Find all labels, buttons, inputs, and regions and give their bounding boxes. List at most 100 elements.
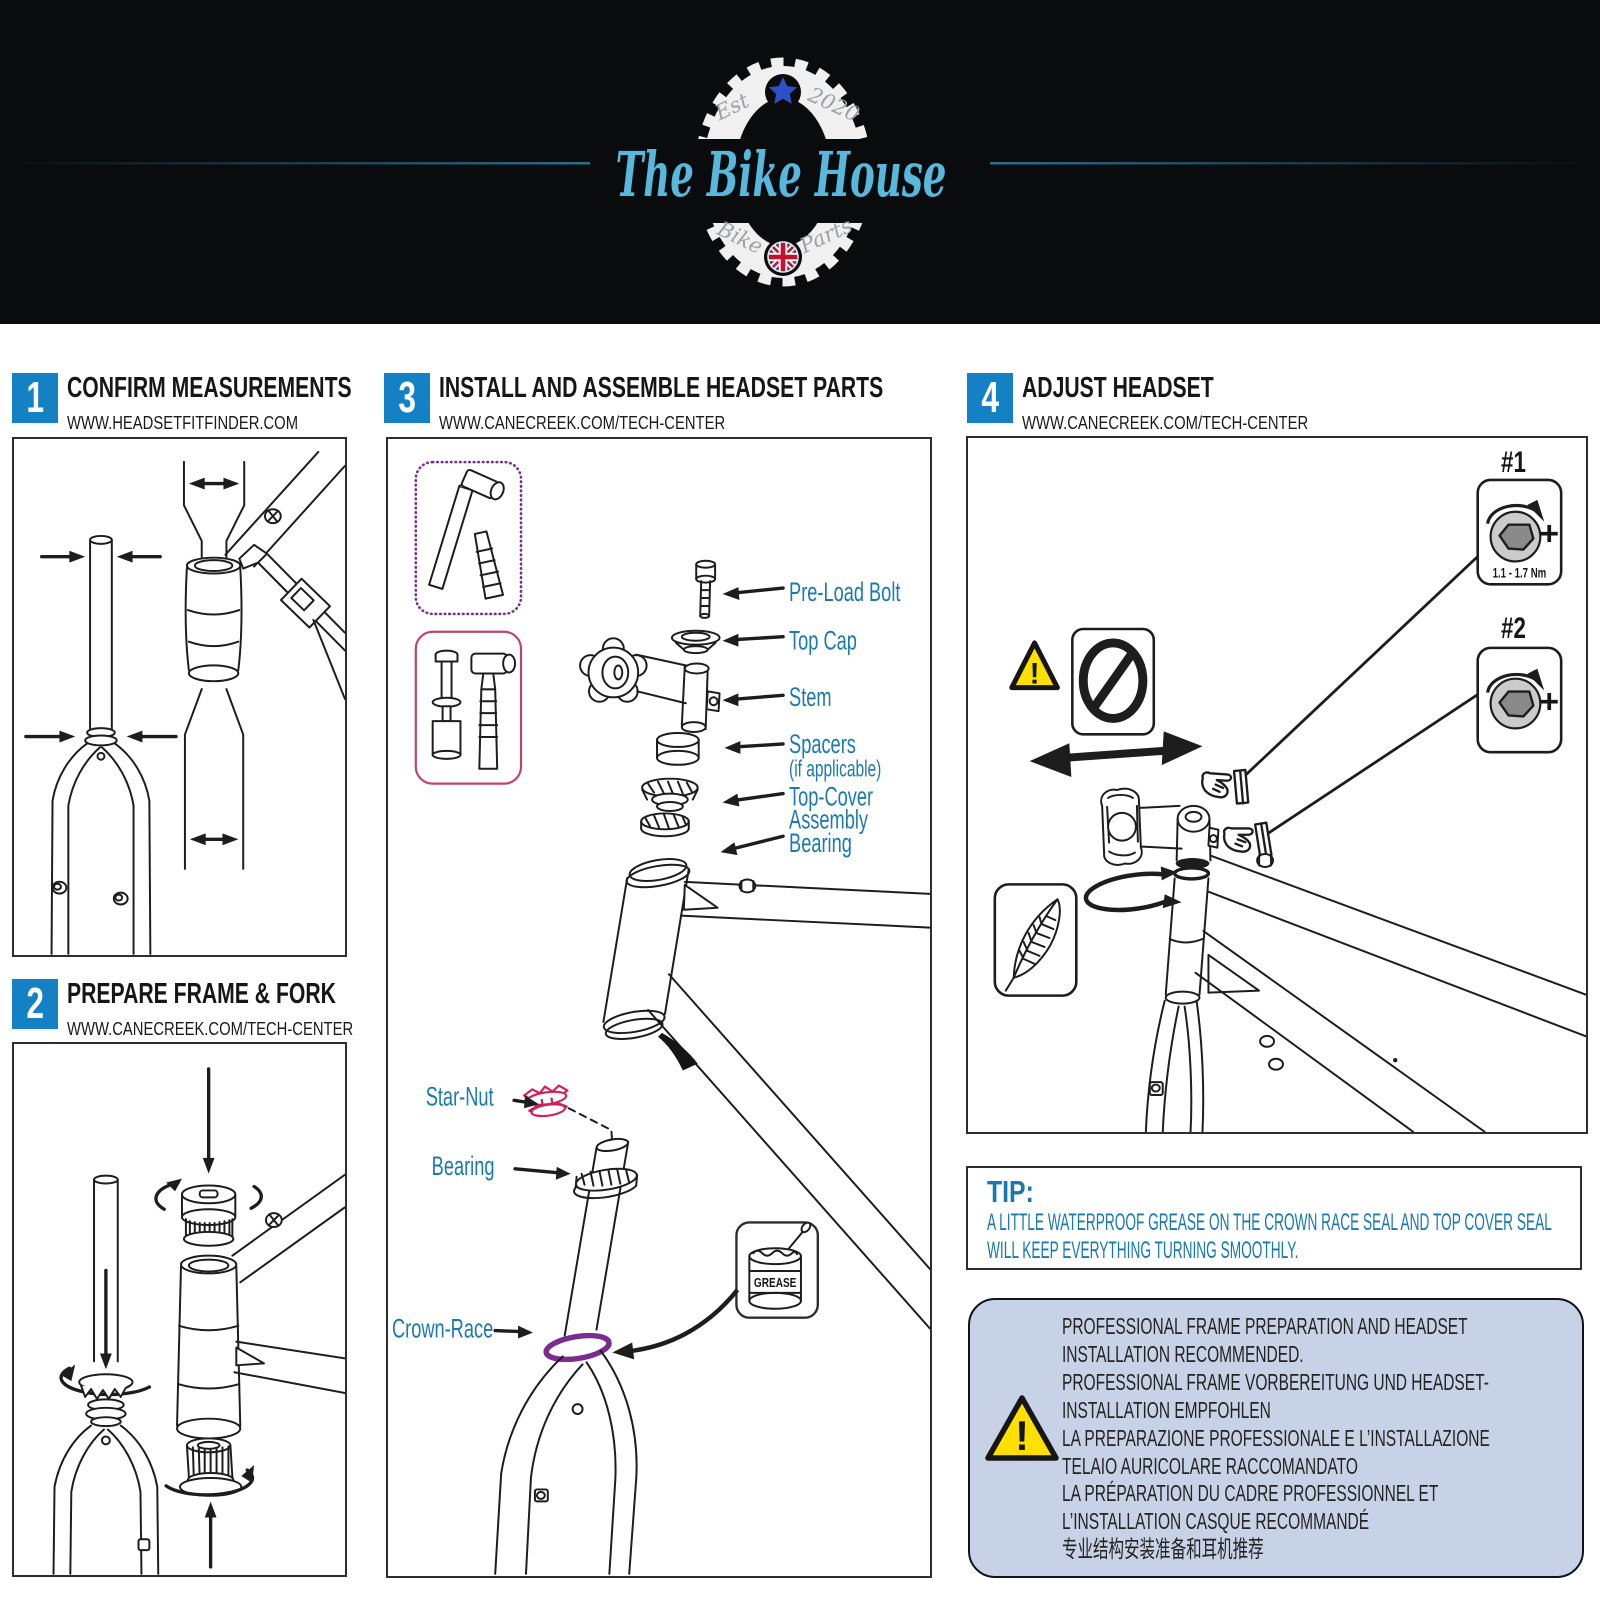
- grease-apply-arrow: [626, 1288, 740, 1354]
- bearing-part: [640, 812, 690, 838]
- step-1-header: 1 CONFIRM MEASUREMENTS WWW.HEADSETFITFIN…: [12, 373, 457, 433]
- step-2-url: WWW.CANECREEK.COM/TECH-CENTER: [67, 1018, 354, 1039]
- warning-line-3: PROFESSIONAL FRAME VORBEREITUNG UND HEAD…: [1062, 1368, 1489, 1395]
- stem-part: [579, 637, 721, 734]
- headset-assembly-diagram: GREASE Pre-Load Bolt Top Cap Stem Spacer…: [392, 460, 930, 1575]
- step-3-url: WWW.CANECREEK.COM/TECH-CENTER: [439, 412, 726, 433]
- pointer-line-1: [1238, 555, 1479, 783]
- plus-2: +: [1539, 682, 1559, 720]
- lower-bearing-part: [573, 1167, 639, 1200]
- warning-mark-small: !: [1030, 658, 1040, 691]
- canti-boss-right: [112, 891, 129, 906]
- grease-can-callout: GREASE: [735, 1221, 820, 1319]
- fork-crown-cutting-illustration: [52, 1174, 160, 1575]
- top-cap-part: [670, 629, 721, 655]
- plus-1: +: [1539, 515, 1559, 553]
- tip-line-1: A LITTLE WATERPROOF GREASE ON THE CROWN …: [987, 1209, 1552, 1236]
- canti-boss-left: [51, 880, 68, 895]
- label-bearing-upper: Bearing: [789, 828, 852, 858]
- scan-line-right: [990, 162, 1600, 165]
- warning-triangle-large: !: [985, 1395, 1059, 1461]
- brand-logo: Est 2020 Bike Parts The Bike House: [0, 0, 1600, 324]
- step-2-diagram: [12, 1042, 347, 1577]
- label-preload-bolt: Pre-Load Bolt: [789, 576, 901, 606]
- step-3-diagram: GREASE Pre-Load Bolt Top Cap Stem Spacer…: [386, 437, 932, 1578]
- step-1-diagram: [12, 437, 347, 957]
- cable-stop-2: [1256, 853, 1275, 868]
- step-2-header: 2 PREPARE FRAME & FORK WWW.CANECREEK.COM…: [12, 979, 435, 1039]
- chainring-logo: Est 2020 Bike Parts: [655, 57, 911, 287]
- brand-script-text: The Bike House: [616, 139, 947, 212]
- measurement-diagram: [24, 450, 345, 955]
- star-nut-setter-toolbox: [414, 630, 523, 785]
- torque-wrench-toolbox: [414, 460, 523, 616]
- pointer-line-2: [1262, 693, 1479, 838]
- step-4-title: ADJUST HEADSET: [1022, 372, 1214, 404]
- feather-callout: [993, 883, 1078, 997]
- label-star-nut: Star-Nut: [426, 1081, 494, 1111]
- step-3-number: 3: [398, 373, 416, 422]
- crown-race-part: [543, 1332, 612, 1363]
- label-spacers: Spacers: [789, 728, 856, 758]
- uk-flag-icon: [768, 242, 798, 272]
- warning-line-4: INSTALLATION EMPFOHLEN: [1062, 1396, 1271, 1423]
- step-2-number: 2: [26, 979, 44, 1028]
- tip-box: TIP: A LITTLE WATERPROOF GREASE ON THE C…: [966, 1166, 1582, 1270]
- rotation-arrow-ellipse: [1083, 866, 1182, 913]
- adjustment-callout-2: #2 +: [1476, 611, 1563, 754]
- warning-line-9: 专业结构安装准备和耳机推荐: [1062, 1536, 1264, 1563]
- label-crown-race: Crown-Race: [392, 1313, 493, 1343]
- frame-bolt: [264, 1212, 283, 1228]
- step-3-title: INSTALL AND ASSEMBLE HEADSET PARTS: [439, 372, 884, 404]
- callout-1-label: #1: [1501, 445, 1526, 479]
- frame-prep-diagram: [52, 1067, 345, 1575]
- warning-mark-large: !: [1015, 1412, 1029, 1459]
- multilingual-warning-box: ! PROFESSIONAL FRAME PREPARATION AND HEA…: [968, 1298, 1584, 1578]
- star-icon: [768, 77, 798, 104]
- torque-spec: 1.1 - 1.7 Nm: [1493, 566, 1547, 581]
- step-2-number-badge: 2: [12, 979, 58, 1029]
- star-nut-guide-line: [567, 1107, 614, 1145]
- part-labels: Pre-Load Bolt Top Cap Stem Spacers (if a…: [392, 576, 901, 1343]
- pointing-hand-icon-2: [1222, 821, 1273, 858]
- stem-frame-illustration: [1100, 787, 1586, 1132]
- spacers-part: [656, 732, 700, 766]
- label-bearing-lower: Bearing: [432, 1150, 495, 1180]
- warning-text: PROFESSIONAL FRAME PREPARATION AND HEADS…: [1062, 1313, 1582, 1564]
- label-top-cap: Top Cap: [789, 625, 857, 655]
- warning-triangle-small: !: [1009, 640, 1060, 691]
- cable-stop: [738, 878, 757, 894]
- adjustment-callout-1: #1 + 1.1 - 1.7 Nm: [1476, 445, 1563, 586]
- label-top-cover-1: Top-Cover: [789, 781, 873, 811]
- step-4-header: 4 ADJUST HEADSET WWW.CANECREEK.COM/TECH-…: [967, 373, 1380, 433]
- grease-can-label: GREASE: [754, 1277, 797, 1290]
- star-nut-part: [523, 1084, 569, 1118]
- brand-banner: Est 2020 Bike Parts The Bike House: [0, 0, 1600, 324]
- label-top-cover-2: Assembly: [789, 804, 868, 834]
- steerer-measure-arrows: [24, 550, 178, 743]
- step-2-title: PREPARE FRAME & FORK: [67, 978, 336, 1010]
- tip-heading: TIP:: [987, 1174, 1034, 1209]
- frame-gusset-shadow: [658, 1032, 698, 1071]
- label-spacers-note: (if applicable): [789, 757, 881, 783]
- spacer-ring-2: [1172, 866, 1211, 881]
- reamer-tool: [179, 1437, 243, 1497]
- step-4-number-badge: 4: [967, 373, 1013, 423]
- head-tube-illustration: [182, 450, 345, 870]
- fork-leg-boss: [1148, 1081, 1164, 1096]
- cup-press-tool: [180, 1184, 237, 1247]
- flag-border: [767, 241, 799, 273]
- warning-line-5: LA PREPARAZIONE PROFESSIONALE E L’INSTAL…: [1062, 1424, 1490, 1451]
- adjust-headset-diagram: #1 + 1.1 - 1.7 Nm #2 +: [993, 445, 1586, 1132]
- step-1-title: CONFIRM MEASUREMENTS: [67, 372, 352, 404]
- head-tube-prep-illustration: [154, 1067, 345, 1569]
- pointing-hand-icon-1: [1201, 768, 1250, 805]
- step-4-url: WWW.CANECREEK.COM/TECH-CENTER: [1022, 412, 1309, 433]
- frame-bolt: [263, 508, 282, 525]
- prohibition-sign: [1071, 627, 1156, 736]
- step-4-number: 4: [981, 373, 999, 422]
- no-side-play-arrow: [1029, 731, 1203, 778]
- warning-line-7: LA PRÉPARATION DU CADRE PROFESSIONNEL ET: [1062, 1480, 1439, 1507]
- step-1-url: WWW.HEADSETFITFINDER.COM: [67, 412, 299, 433]
